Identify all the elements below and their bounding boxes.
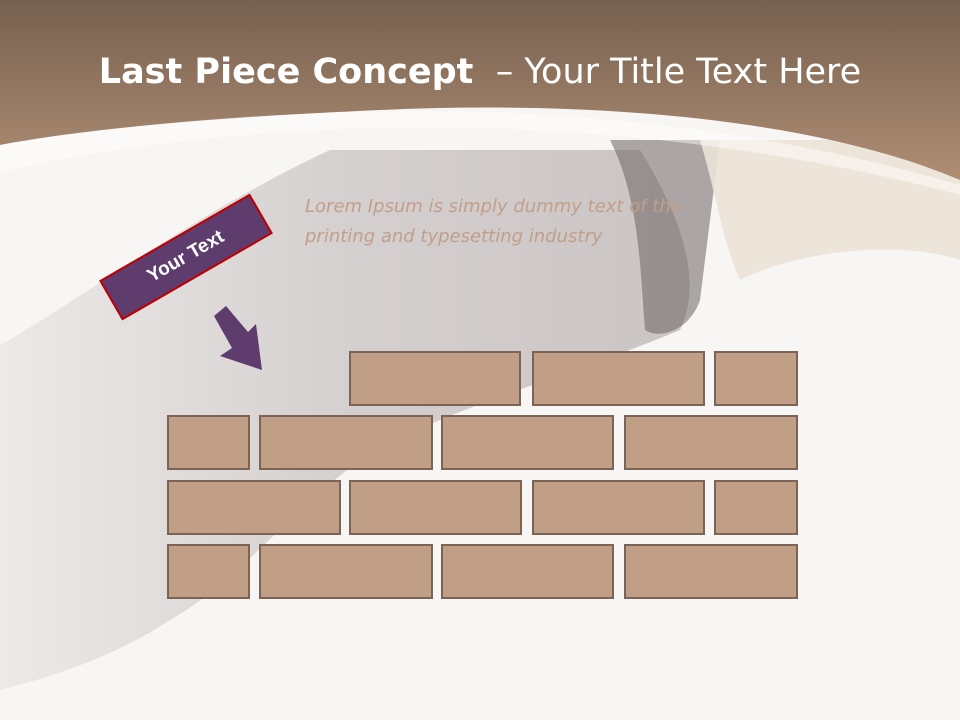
- arrow-down-right-icon: [214, 306, 262, 370]
- slide-title: Last Piece Concept – Your Title Text Her…: [0, 52, 960, 92]
- title-bold: Last Piece Concept: [98, 52, 474, 92]
- brick: [167, 544, 250, 599]
- brick: [167, 480, 341, 535]
- brick: [532, 351, 705, 406]
- brick: [167, 415, 250, 470]
- title-rest: – Your Title Text Here: [495, 52, 862, 92]
- brick: [532, 480, 705, 535]
- brick: [441, 415, 614, 470]
- body-text: Lorem Ipsum is simply dummy text of the …: [305, 196, 682, 247]
- brick: [349, 480, 522, 535]
- brick: [624, 544, 798, 599]
- brick: [441, 544, 614, 599]
- brick: [714, 480, 798, 535]
- brick: [259, 544, 433, 599]
- brick: [349, 351, 521, 406]
- brick: [714, 351, 798, 406]
- brick: [259, 415, 433, 470]
- brick: [624, 415, 798, 470]
